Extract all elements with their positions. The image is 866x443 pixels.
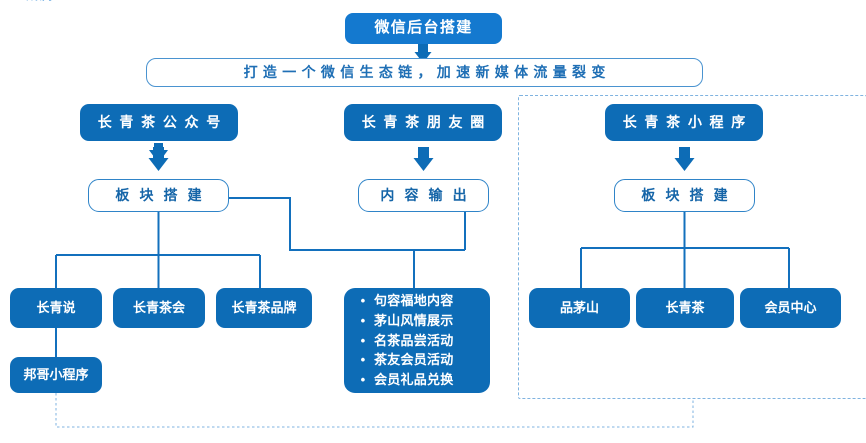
branch-header-gongzhonghao[interactable]: 长青茶公众号 <box>80 104 238 141</box>
connector-header1-to-stage1 <box>148 147 169 171</box>
bullet-dot-icon: • <box>360 293 366 309</box>
diagram-banner: 打造一个微信生态链，加速新媒体流量裂变 <box>146 58 703 87</box>
list-item[interactable]: • 句容福地内容 <box>352 291 480 311</box>
cropped-heading-text: 所属 <box>26 0 53 2</box>
list-item-label: 句容福地内容 <box>374 293 454 309</box>
connector-stage2-to-bullets <box>413 212 466 288</box>
list-item[interactable]: • 名茶品尝活动 <box>352 331 480 351</box>
list-item-label: 会员礼品兑换 <box>374 372 454 388</box>
leaf-huiyuanzhongxin[interactable]: 会员中心 <box>740 288 841 328</box>
diagram-title-node[interactable]: 微信后台搭建 <box>345 13 502 44</box>
branch-header-pengyouquan[interactable]: 长青茶朋友圈 <box>344 104 502 141</box>
bullet-dot-icon: • <box>360 372 366 388</box>
branch-header-miniprogram[interactable]: 长青茶小程序 <box>605 104 763 141</box>
connector-stage1-to-leaves <box>55 212 261 288</box>
leaf-pinmaoshan[interactable]: 品茅山 <box>529 288 630 328</box>
branch-stage-banku-left[interactable]: 板块搭建 <box>88 179 229 212</box>
leaf-changqingcha[interactable]: 长青茶 <box>636 288 734 328</box>
list-item[interactable]: • 茶友会员活动 <box>352 350 480 370</box>
leaf-changqingchahui[interactable]: 长青茶会 <box>113 288 205 328</box>
leaf-changqingshuo[interactable]: 长青说 <box>10 288 102 328</box>
branch-stage-banku-right[interactable]: 板块搭建 <box>614 179 755 212</box>
bullet-dot-icon: • <box>360 352 366 368</box>
bullet-dot-icon: • <box>360 332 366 348</box>
list-item[interactable]: • 会员礼品兑换 <box>352 370 480 390</box>
list-item-label: 茶友会员活动 <box>374 352 454 368</box>
list-item-label: 名茶品尝活动 <box>374 332 454 348</box>
cropped-heading-artifact: 所属 <box>26 0 122 2</box>
connector-header-1-stub <box>149 143 168 163</box>
branch-stage-neirongshuchu[interactable]: 内容输出 <box>358 179 489 212</box>
content-bullets-list: • 句容福地内容 • 茅山风情展示 • 名茶品尝活动 • 茶友会员活动 • 会员… <box>352 291 480 390</box>
connector-header2-to-stage2 <box>413 147 434 171</box>
miniprogram-group-region <box>518 95 866 399</box>
list-item-label: 茅山风情展示 <box>374 312 454 328</box>
leaf-bangge-miniprogram[interactable]: 邦哥小程序 <box>10 357 102 393</box>
list-item[interactable]: • 茅山风情展示 <box>352 311 480 331</box>
bullet-dot-icon: • <box>360 312 366 328</box>
content-bullets-card[interactable]: • 句容福地内容 • 茅山风情展示 • 名茶品尝活动 • 茶友会员活动 • 会员… <box>344 288 490 393</box>
leaf-changqingcha-pinpai[interactable]: 长青茶品牌 <box>216 288 312 328</box>
